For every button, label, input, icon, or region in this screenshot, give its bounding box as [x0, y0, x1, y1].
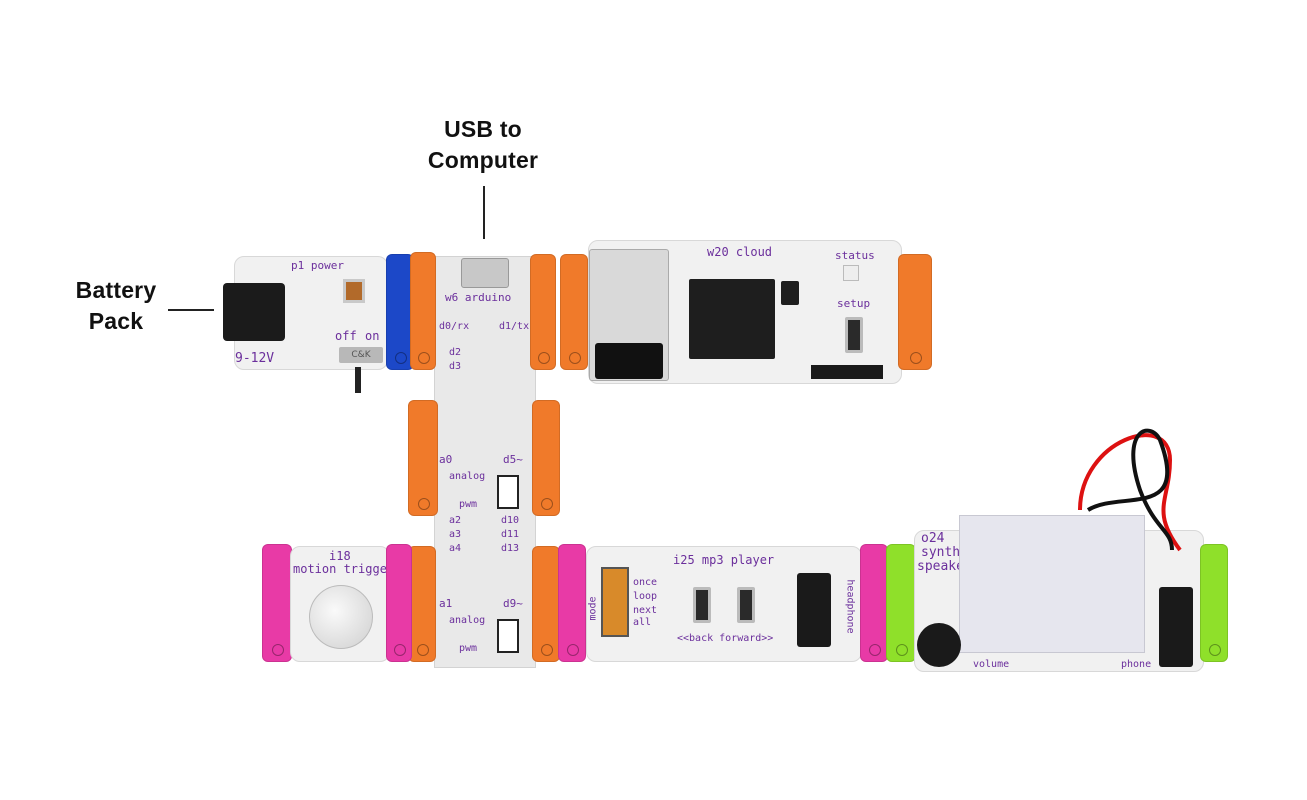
synth-connector-right: [1200, 544, 1228, 662]
analog-pwm-switch-bottom[interactable]: [497, 619, 519, 653]
d5-label: d5~: [503, 453, 523, 466]
mp3-connector-left: [558, 544, 586, 662]
pir-sensor-dome: [309, 585, 373, 649]
setup-button[interactable]: [845, 317, 863, 353]
mp3-connector-right: [860, 544, 888, 662]
mode-label: mode: [587, 596, 599, 621]
power-switch-lever[interactable]: [355, 367, 361, 393]
speaker-wires: [1078, 428, 1182, 552]
motion-label-line2: motion trigger: [293, 562, 395, 576]
volume-label: volume: [973, 659, 1010, 670]
all-label: all: [633, 617, 652, 628]
status-led: [843, 265, 859, 281]
d11-label: d11: [501, 529, 520, 540]
voltage-label: 9-12V: [235, 351, 275, 366]
d1-tx-label: d1/tx: [499, 321, 530, 332]
usb-port[interactable]: [461, 258, 509, 288]
back-forward-label: <<back forward>>: [677, 633, 774, 644]
battery-pack-callout: Battery Pack: [75, 277, 157, 334]
synth-connector-left: [886, 544, 916, 662]
analog-label-top: analog: [449, 471, 486, 482]
motion-trigger-board: i18 motion trigger: [290, 546, 394, 662]
pwm-label-bottom: pwm: [459, 643, 478, 654]
dc-jack: [223, 283, 285, 341]
usb-callout-line: [483, 186, 485, 239]
headphone-label: headphone: [844, 579, 856, 634]
a3-label: a3: [449, 529, 462, 540]
cloud-connector-left: [560, 254, 588, 370]
on-label: on: [365, 329, 380, 343]
arduino-connector-right-mid: [532, 400, 560, 516]
mp3-player-board: i25 mp3 player mode once loop next all <…: [586, 546, 862, 662]
analog-pwm-switch-top[interactable]: [497, 475, 519, 509]
d0-rx-label: d0/rx: [439, 321, 470, 332]
speaker-box: [959, 515, 1145, 653]
arduino-board: w6 arduino d0/rx d1/tx d2 d3 a0 d5~ anal…: [434, 256, 536, 668]
d9-label: d9~: [503, 597, 523, 610]
synth-label-line1: o24: [921, 531, 945, 546]
synth-label-line3: speaker: [917, 559, 972, 574]
analog-label-bottom: analog: [449, 615, 486, 626]
forward-button[interactable]: [737, 587, 755, 623]
setup-label: setup: [837, 297, 871, 310]
synth-label-line2: synth: [921, 545, 961, 560]
power-blue-connector: [386, 254, 414, 370]
main-processor-chip: [689, 279, 775, 359]
once-label: once: [633, 577, 658, 588]
power-switch[interactable]: C&K: [339, 347, 383, 363]
cloud-board: w20 cloud status setup: [588, 240, 902, 384]
synth-speaker-board: o24 synth speaker volume phone: [914, 515, 1204, 672]
a2-label: a2: [449, 515, 462, 526]
arduino-label: w6 arduino: [445, 291, 512, 304]
d13-label: d13: [501, 543, 520, 554]
phone-jack[interactable]: [1159, 587, 1193, 667]
status-label: status: [835, 249, 875, 262]
a0-label: a0: [439, 453, 453, 466]
d3-label: d3: [449, 361, 462, 372]
a4-label: a4: [449, 543, 462, 554]
black-wire: [1086, 428, 1174, 551]
arduino-connector-left-top: [410, 252, 436, 370]
arduino-connector-right-bottom: [532, 546, 560, 662]
d10-label: d10: [501, 515, 520, 526]
back-button[interactable]: [693, 587, 711, 623]
d2-label: d2: [449, 347, 462, 358]
arduino-connector-left-bottom: [408, 546, 436, 662]
cloud-connector-right: [898, 254, 932, 370]
motion-connector-left: [262, 544, 292, 662]
off-label: off: [335, 329, 357, 343]
red-wire: [1078, 433, 1182, 552]
mode-switch[interactable]: [601, 567, 629, 637]
power-board: p1 power 9-12V off on C&K: [223, 256, 388, 393]
volume-knob[interactable]: [917, 623, 961, 667]
headphone-jack[interactable]: [797, 573, 831, 647]
small-chip: [781, 281, 799, 305]
mp3-label: i25 mp3 player: [673, 553, 775, 567]
loop-label: loop: [633, 591, 658, 602]
battery-callout-line: [168, 309, 214, 311]
arduino-connector-left-mid: [408, 400, 438, 516]
power-led: [343, 279, 365, 303]
power-board-label: p1 power: [291, 259, 344, 272]
motion-connector-right: [386, 544, 412, 662]
arduino-connector-right-top: [530, 254, 556, 370]
phone-label: phone: [1121, 659, 1152, 670]
next-label: next: [633, 605, 658, 616]
nfc-chip: [595, 343, 663, 379]
usb-to-computer-callout: USB to Computer: [427, 116, 539, 173]
pwm-label-top: pwm: [459, 499, 478, 510]
a1-label: a1: [439, 597, 453, 610]
cloud-label: w20 cloud: [707, 245, 773, 259]
motion-label-line1: i18: [329, 549, 351, 563]
cloud-header-pins: [811, 365, 883, 379]
